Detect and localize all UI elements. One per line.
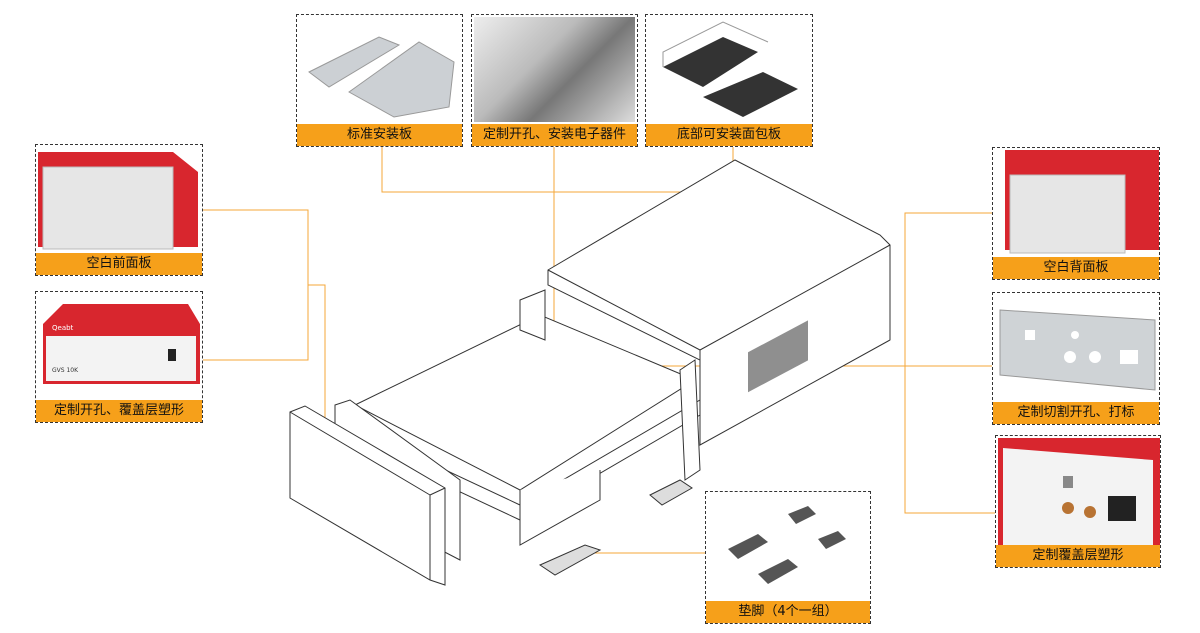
- card-label: 垫脚（4个一组）: [706, 601, 870, 623]
- front-panel-part: [289, 405, 446, 586]
- card-label: 定制切割开孔、打标: [993, 402, 1159, 424]
- card-blank-front-panel: 空白前面板: [35, 144, 203, 276]
- foot-parts: [538, 479, 693, 576]
- electronics-image: [474, 17, 635, 122]
- mounting-plate-image: [299, 17, 460, 122]
- card-blank-back-panel: 空白背面板: [992, 147, 1160, 280]
- card-label: 空白前面板: [36, 253, 202, 275]
- front-device-image: Qeabt GVS 10K: [38, 294, 200, 398]
- card-label: 标准安装板: [297, 124, 462, 146]
- card-custom-cut-marking: 定制切割开孔、打标: [992, 292, 1160, 425]
- card-feet: 垫脚（4个一组）: [705, 491, 871, 624]
- card-label: 定制开孔、安装电子器件: [472, 124, 637, 146]
- back-panel-image: [995, 150, 1159, 255]
- card-bottom-breadboard: 底部可安装面包板: [645, 14, 813, 147]
- rear-device-image: [998, 438, 1160, 545]
- model-text: GVS 10K: [52, 367, 79, 374]
- card-label: 定制开孔、覆盖层塑形: [36, 400, 202, 422]
- card-label: 空白背面板: [993, 257, 1159, 279]
- breadboard-image: [648, 17, 810, 122]
- front-panel-image: [38, 147, 200, 251]
- card-standard-plate: 标准安装板: [296, 14, 463, 147]
- card-label: 定制覆盖层塑形: [996, 545, 1160, 567]
- vent-pattern: [748, 320, 808, 393]
- card-front-custom-overlay: Qeabt GVS 10K 定制开孔、覆盖层塑形: [35, 291, 203, 423]
- card-label: 底部可安装面包板: [646, 124, 812, 146]
- cut-panel-image: [995, 295, 1157, 400]
- feet-image: [708, 494, 868, 599]
- brand-text: Qeabt: [52, 324, 74, 332]
- card-custom-holes-electronics: 定制开孔、安装电子器件: [471, 14, 638, 147]
- enclosure-housing: [547, 159, 891, 446]
- card-custom-overlay: 定制覆盖层塑形: [995, 435, 1161, 568]
